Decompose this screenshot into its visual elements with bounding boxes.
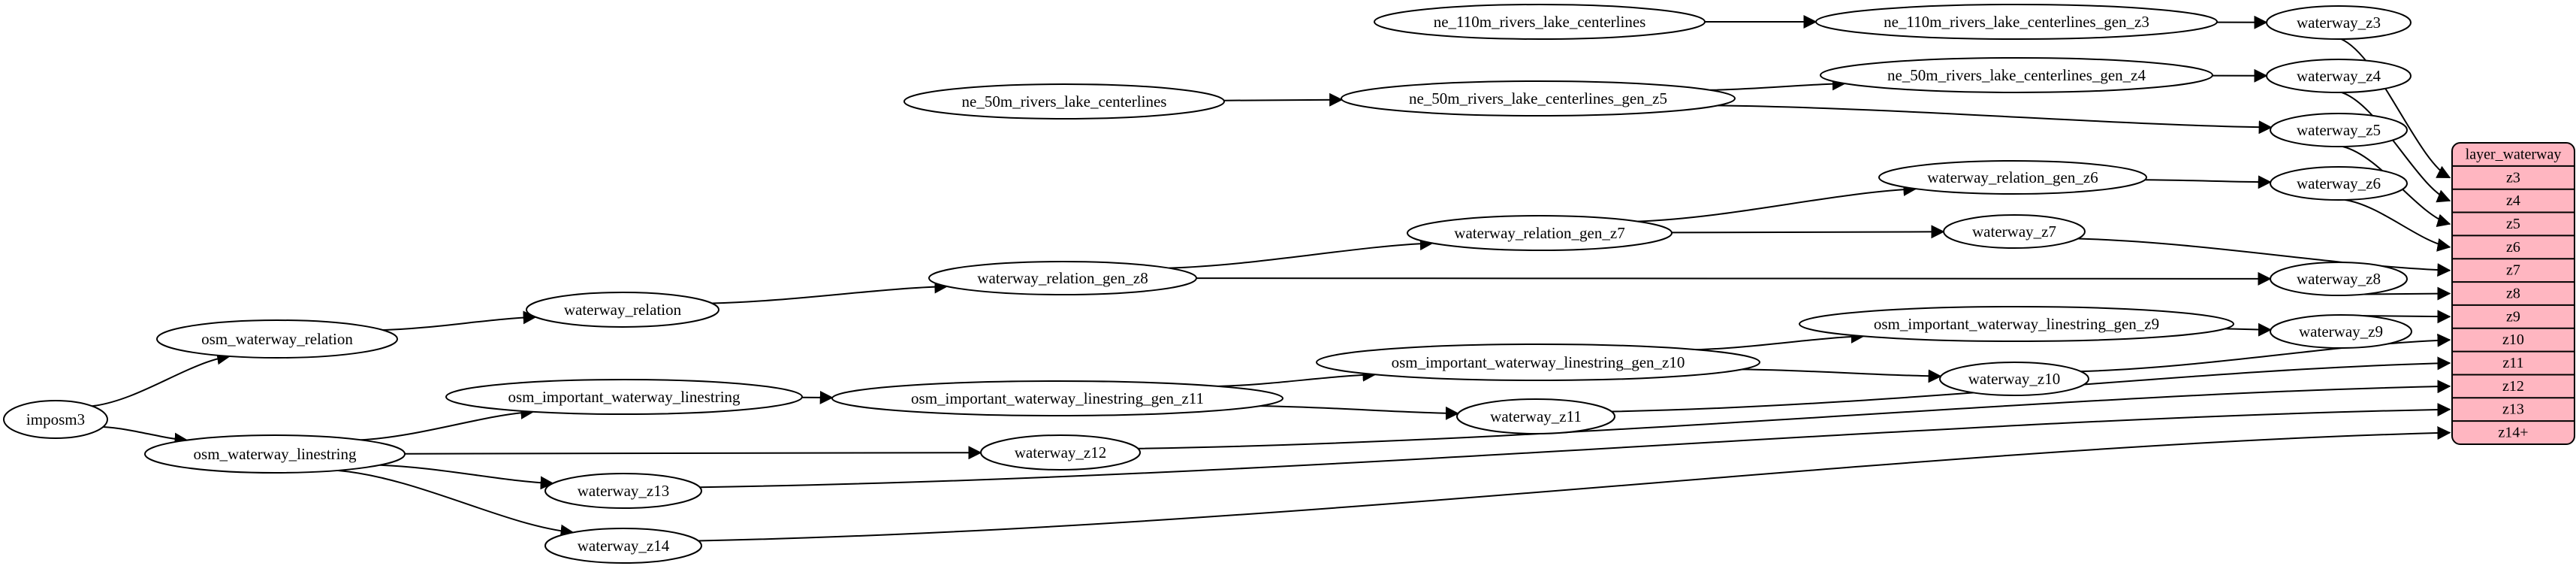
table-layer_waterway-title: layer_waterway — [2466, 146, 2562, 162]
edge-imposm3-to-osm_waterway_linestring — [103, 427, 187, 440]
edges-layer — [92, 22, 2450, 541]
node-waterway_relation: waterway_relation — [526, 292, 719, 327]
node-imposm3-label: imposm3 — [26, 410, 85, 428]
nodes-layer: imposm3 osm_waterway_relation osm_waterway… — [4, 5, 2412, 563]
table-row-z11: z11 — [2502, 355, 2523, 371]
node-waterway_z7-label: waterway_z7 — [1972, 222, 2056, 241]
node-ne_110m_rivers_lake_centerlines-label: ne_110m_rivers_lake_centerlines — [1434, 13, 1646, 31]
node-osm_waterway_linestring-label: osm_waterway_linestring — [194, 445, 357, 463]
table-row-z13: z13 — [2502, 401, 2524, 418]
node-waterway_z7: waterway_z7 — [1944, 215, 2085, 248]
edge-waterway_z7-to-layer_waterway-z7 — [2078, 239, 2450, 271]
edge-osm_waterway_linestring-to-osm_important_waterway_linestring — [361, 412, 533, 440]
node-imposm3: imposm3 — [4, 401, 107, 438]
node-osm_important_waterway_linestring_gen_z10-label: osm_important_waterway_linestring_gen_z1… — [1392, 353, 1685, 371]
table-row-z8: z8 — [2506, 286, 2520, 302]
node-osm_waterway_relation-label: osm_waterway_relation — [201, 330, 353, 348]
node-waterway_z6: waterway_z6 — [2270, 167, 2407, 200]
node-waterway_z13: waterway_z13 — [545, 474, 701, 508]
edge-waterway_z14-to-layer_waterway-z14+ — [698, 433, 2450, 541]
node-waterway_z3-label: waterway_z3 — [2297, 14, 2381, 32]
node-ne_50m_rivers_lake_centerlines_gen_z4: ne_50m_rivers_lake_centerlines_gen_z4 — [1820, 58, 2213, 92]
node-waterway_z5-label: waterway_z5 — [2297, 121, 2381, 139]
node-waterway_relation_gen_z8: waterway_relation_gen_z8 — [929, 262, 1196, 295]
edge-waterway_z6-to-layer_waterway-z6 — [2345, 200, 2450, 247]
node-waterway_z10: waterway_z10 — [1940, 362, 2089, 395]
node-waterway_relation_gen_z7: waterway_relation_gen_z7 — [1407, 216, 1672, 250]
node-osm_waterway_relation: osm_waterway_relation — [157, 320, 397, 358]
node-waterway_relation_gen_z8-label: waterway_relation_gen_z8 — [977, 269, 1148, 287]
node-waterway_z8: waterway_z8 — [2270, 262, 2407, 295]
node-waterway_z10-label: waterway_z10 — [1968, 370, 2060, 388]
edge-imposm3-to-osm_waterway_relation — [92, 356, 230, 406]
edge-waterway_relation_gen_z7-to-waterway_relation_gen_z6 — [1638, 189, 1916, 221]
node-waterway_z11-label: waterway_z11 — [1490, 407, 1582, 425]
node-waterway_z11: waterway_z11 — [1457, 399, 1615, 434]
table-row-z7: z7 — [2506, 262, 2520, 279]
edge-ne_50m_rivers_lake_centerlines-to-ne_50m_rivers_lake_centerlines_gen_z5 — [1224, 100, 1342, 101]
node-osm_important_waterway_linestring_gen_z9: osm_important_waterway_linestring_gen_z9 — [1799, 307, 2234, 341]
node-osm_important_waterway_linestring_gen_z11: osm_important_waterway_linestring_gen_z1… — [832, 381, 1283, 416]
node-ne_50m_rivers_lake_centerlines_gen_z4-label: ne_50m_rivers_lake_centerlines_gen_z4 — [1887, 66, 2146, 84]
table-layer_waterway: layer_waterway z3 z4 z5 z6 z7 z8 z9 z10 z11 z12 z13… — [2452, 143, 2574, 444]
table-row-z5: z5 — [2506, 216, 2520, 232]
table-row-z4: z4 — [2506, 192, 2520, 209]
edge-osm_waterway_linestring-to-waterway_z14 — [337, 471, 573, 533]
node-osm_important_waterway_linestring_gen_z11-label: osm_important_waterway_linestring_gen_z1… — [911, 389, 1204, 407]
node-waterway_z12-label: waterway_z12 — [1015, 443, 1106, 462]
edge-waterway_z10-to-layer_waterway-z10 — [2080, 340, 2450, 371]
node-osm_important_waterway_linestring_gen_z9-label: osm_important_waterway_linestring_gen_z9 — [1874, 315, 2159, 333]
node-ne_50m_rivers_lake_centerlines_gen_z5-label: ne_50m_rivers_lake_centerlines_gen_z5 — [1409, 89, 1667, 107]
table-row-z10: z10 — [2502, 331, 2524, 348]
node-waterway_z4-label: waterway_z4 — [2297, 67, 2381, 85]
node-ne_110m_rivers_lake_centerlines_gen_z3-label: ne_110m_rivers_lake_centerlines_gen_z3 — [1884, 13, 2149, 31]
node-waterway_z6-label: waterway_z6 — [2297, 174, 2381, 192]
edge-ne_50m_rivers_lake_centerlines_gen_z5-to-waterway_z5 — [1718, 105, 2271, 127]
node-waterway_z4: waterway_z4 — [2267, 59, 2411, 92]
node-waterway_z14-label: waterway_z14 — [578, 537, 670, 555]
table-row-z9: z9 — [2506, 308, 2520, 325]
node-waterway_relation-label: waterway_relation — [564, 301, 682, 319]
edge-waterway_relation-to-waterway_relation_gen_z8 — [712, 286, 947, 304]
edge-waterway_relation_gen_z8-to-waterway_z8 — [1196, 278, 2270, 279]
edge-osm_important_waterway_linestring_gen_z10-to-waterway_z10 — [1742, 369, 1941, 376]
node-ne_110m_rivers_lake_centerlines_gen_z3: ne_110m_rivers_lake_centerlines_gen_z3 — [1816, 5, 2217, 39]
node-waterway_z12: waterway_z12 — [981, 435, 1140, 470]
edge-osm_waterway_relation-to-waterway_relation — [383, 317, 536, 330]
node-waterway_z3: waterway_z3 — [2267, 6, 2411, 39]
node-waterway_z14: waterway_z14 — [545, 528, 701, 563]
table-row-z14+: z14+ — [2498, 425, 2528, 441]
edge-osm_waterway_linestring-to-waterway_z12 — [405, 452, 981, 454]
edge-waterway_relation_gen_z6-to-waterway_z6 — [2145, 180, 2270, 182]
node-waterway_relation_gen_z7-label: waterway_relation_gen_z7 — [1454, 224, 1624, 242]
node-waterway_relation_gen_z6-label: waterway_relation_gen_z6 — [1927, 168, 2098, 186]
node-osm_important_waterway_linestring-label: osm_important_waterway_linestring — [508, 388, 741, 406]
node-waterway_z9: waterway_z9 — [2270, 315, 2412, 348]
node-waterway_z9-label: waterway_z9 — [2299, 322, 2383, 340]
edge-osm_important_waterway_linestring_gen_z11-to-osm_important_waterway_linestring_gen_z10 — [1219, 374, 1376, 386]
edge-waterway_z12-to-layer_waterway-z12 — [1138, 386, 2450, 449]
edge-waterway_relation_gen_z8-to-waterway_relation_gen_z7 — [1169, 244, 1432, 268]
edge-waterway_z8-to-layer_waterway-z8 — [2363, 294, 2450, 295]
node-osm_important_waterway_linestring: osm_important_waterway_linestring — [446, 380, 802, 414]
table-row-z6: z6 — [2506, 239, 2520, 256]
node-waterway_z13-label: waterway_z13 — [578, 482, 669, 500]
node-ne_110m_rivers_lake_centerlines: ne_110m_rivers_lake_centerlines — [1374, 5, 1705, 39]
node-osm_important_waterway_linestring_gen_z10: osm_important_waterway_linestring_gen_z1… — [1317, 344, 1760, 380]
edge-osm_waterway_linestring-to-waterway_z13 — [380, 465, 554, 483]
node-ne_50m_rivers_lake_centerlines-label: ne_50m_rivers_lake_centerlines — [962, 92, 1167, 110]
node-waterway_relation_gen_z6: waterway_relation_gen_z6 — [1879, 161, 2146, 194]
edge-osm_important_waterway_linestring_gen_z9-to-waterway_z9 — [2225, 328, 2271, 329]
node-osm_waterway_linestring: osm_waterway_linestring — [145, 435, 405, 473]
node-ne_50m_rivers_lake_centerlines_gen_z5: ne_50m_rivers_lake_centerlines_gen_z5 — [1341, 81, 1735, 116]
node-ne_50m_rivers_lake_centerlines: ne_50m_rivers_lake_centerlines — [904, 84, 1224, 119]
edge-osm_important_waterway_linestring_gen_z11-to-waterway_z11 — [1259, 406, 1458, 413]
table-row-z12: z12 — [2502, 378, 2524, 395]
edge-osm_important_waterway_linestring_gen_z10-to-osm_important_waterway_linestring_gen_z9 — [1696, 336, 1863, 350]
node-waterway_z5: waterway_z5 — [2270, 113, 2407, 147]
node-waterway_z8-label: waterway_z8 — [2297, 270, 2381, 288]
table-row-z3: z3 — [2506, 169, 2520, 186]
edge-ne_50m_rivers_lake_centerlines_gen_z5-to-ne_50m_rivers_lake_centerlines_gen_z4 — [1710, 83, 1845, 90]
